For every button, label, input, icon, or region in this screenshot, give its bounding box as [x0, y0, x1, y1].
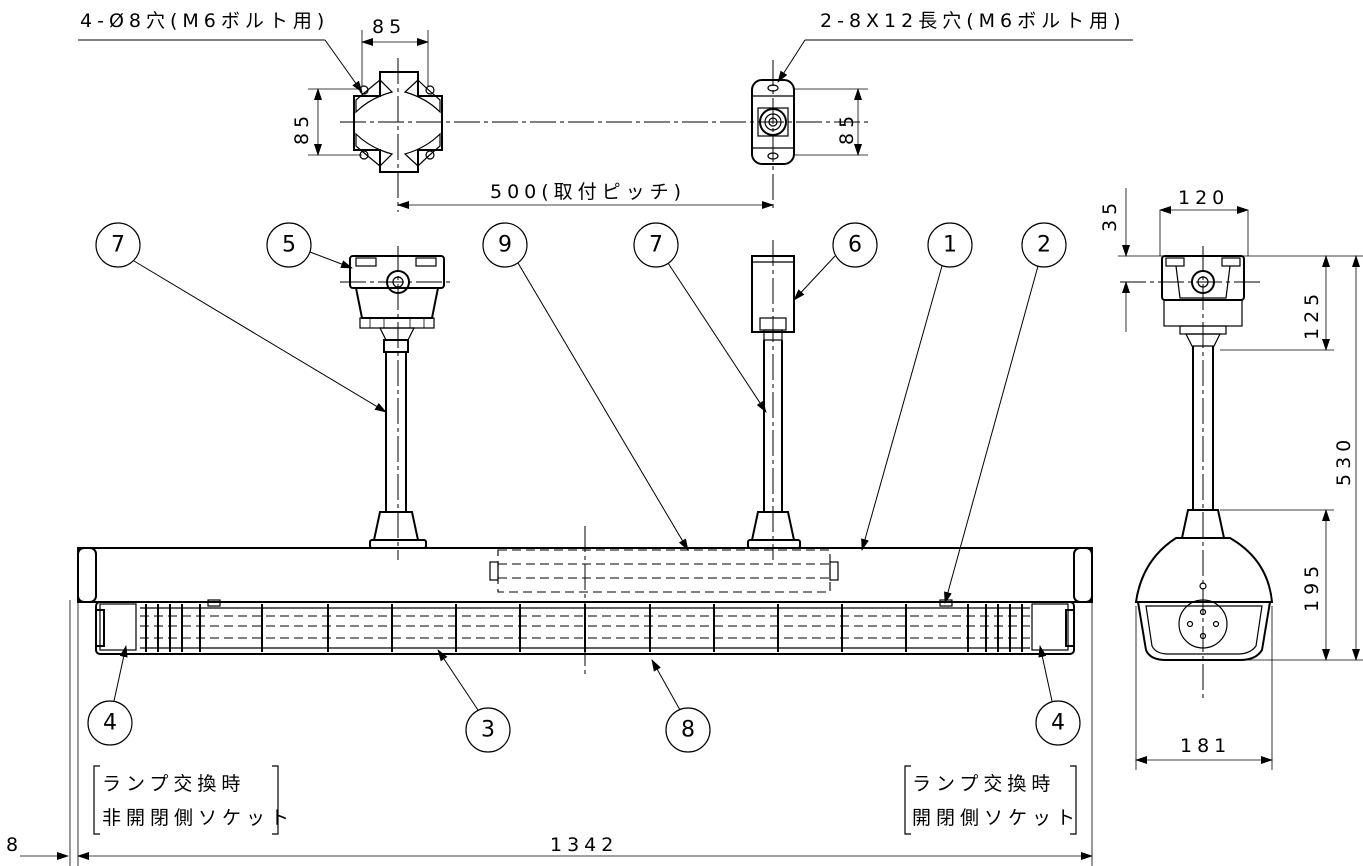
side-elevation: 120 35 125 195 530 181 — [1099, 187, 1363, 770]
callout-5: 5 — [282, 233, 296, 258]
front-elevation: 1342 8 ランプ交換時 非開閉側ソケット ランプ交換時 開閉側ソケット — [6, 240, 1093, 866]
dim-85-right: 85 — [836, 111, 858, 145]
callout-4-left: 4 — [103, 711, 117, 736]
dim-500: 500(取付ピッチ) — [490, 181, 686, 203]
dim-120: 120 — [1178, 187, 1229, 209]
callout-6: 6 — [848, 233, 862, 258]
note-left-line1: ランプ交換時 — [102, 773, 245, 795]
callout-2: 2 — [1037, 233, 1051, 258]
dim-35: 35 — [1099, 198, 1121, 232]
callout-3: 3 — [481, 718, 495, 743]
dim-125: 125 — [1301, 289, 1323, 340]
note-left-line2: 非開閉側ソケット — [102, 807, 294, 829]
callout-7-right: 7 — [649, 233, 663, 258]
dim-85-left: 85 — [291, 111, 313, 145]
holes-left-label: 4-Ø8穴(M6ボルト用) — [80, 10, 329, 32]
dim-530: 530 — [1333, 435, 1355, 486]
callout-1: 1 — [943, 233, 957, 258]
note-right-line2: 開閉側ソケット — [912, 807, 1080, 829]
note-right-line1: ランプ交換時 — [912, 773, 1055, 795]
holes-right-label: 2-8X12長穴(M6ボルト用) — [820, 10, 1126, 32]
dim-85-top: 85 — [372, 16, 406, 38]
dim-1342: 1342 — [550, 834, 618, 856]
dim-195: 195 — [1301, 561, 1323, 612]
guard-rings — [145, 604, 1023, 652]
callout-4-right: 4 — [1051, 711, 1065, 736]
dim-181: 181 — [1180, 735, 1231, 757]
callout-7-left: 7 — [111, 233, 125, 258]
note-left: ランプ交換時 非開閉側ソケット — [93, 765, 294, 835]
callouts: 7 5 9 7 6 1 2 4 3 8 — [87, 222, 1081, 753]
callout-8: 8 — [681, 718, 695, 743]
callout-9: 9 — [498, 233, 512, 258]
dim-8: 8 — [6, 834, 23, 856]
mounting-plan-view: 4-Ø8穴(M6ボルト用) 85 85 — [78, 10, 1133, 212]
note-right: ランプ交換時 開閉側ソケット — [904, 765, 1080, 835]
